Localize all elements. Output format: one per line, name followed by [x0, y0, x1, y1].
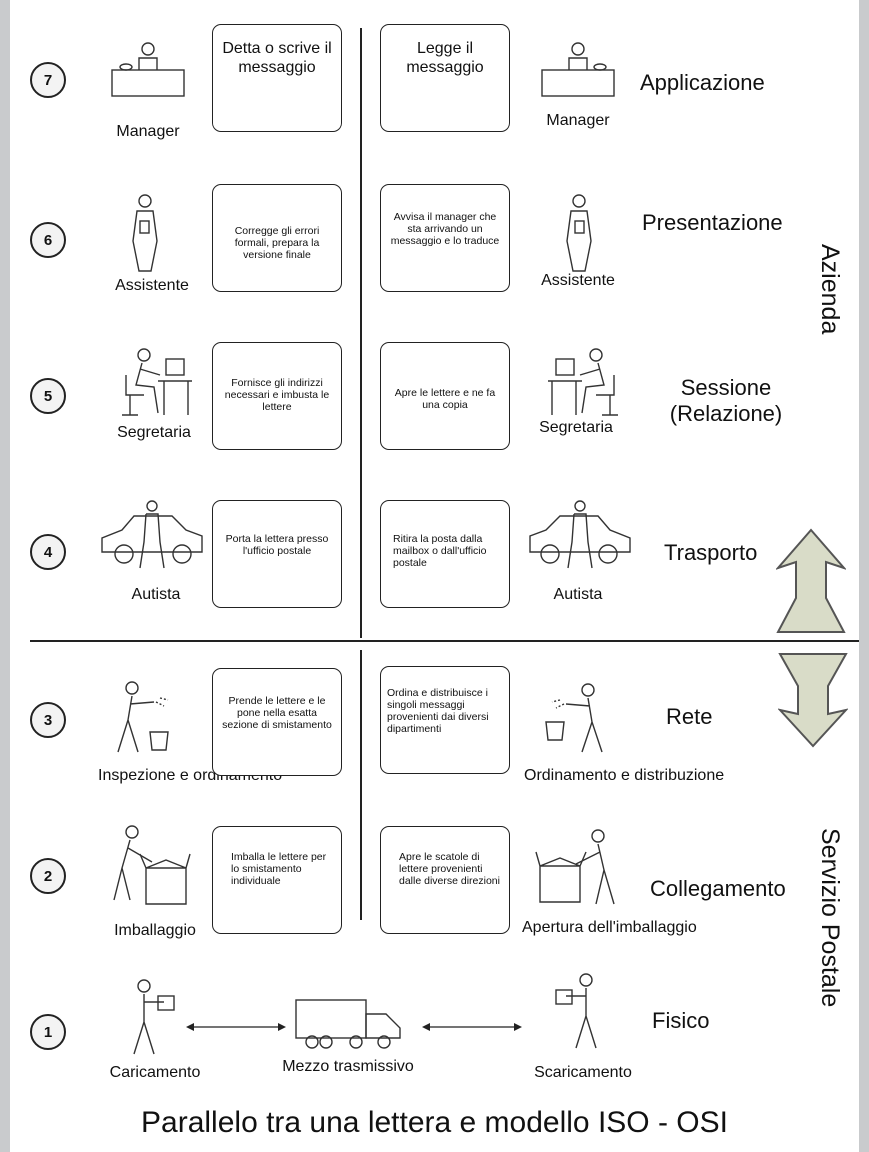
- assistant-person-icon: [132, 194, 158, 272]
- truck-icon: [295, 999, 401, 1049]
- layer-number-3: 3: [30, 702, 66, 738]
- sorting-person-icon: [545, 683, 603, 753]
- upward-arrow-icon: [776, 528, 846, 633]
- left-role-3: Inspezione e ordinamento: [98, 767, 283, 784]
- unloading-person-icon: [555, 973, 597, 1049]
- left-box-7: Detta o scrive il messaggio: [212, 24, 342, 132]
- right-box-4: Ritira la posta dalla mailbox o dall'uff…: [380, 500, 510, 608]
- layer-number-4: 4: [30, 534, 66, 570]
- right-role-5: Segretaria: [539, 419, 613, 436]
- left-role-6: Assistente: [115, 277, 189, 294]
- left-box-5: Fornisce gli indirizzi necessari e imbus…: [212, 342, 342, 450]
- downward-arrow-icon: [778, 653, 848, 748]
- right-box-6: Avvisa il manager che sta arrivando un m…: [380, 184, 510, 292]
- right-role-3: Ordinamento e distribuzione: [524, 767, 725, 784]
- layer-name-4: Trasporto: [664, 540, 758, 565]
- secretary-desk-icon: [548, 348, 618, 416]
- left-role-1: Caricamento: [109, 1064, 201, 1081]
- right-transfer-arrow: [422, 1023, 522, 1031]
- right-box-3: Ordina e distribuisce i singoli messaggi…: [380, 666, 510, 774]
- left-transfer-arrow: [186, 1023, 286, 1031]
- right-role-4: Autista: [553, 586, 603, 603]
- manager-desk-icon: [111, 42, 185, 97]
- group-label-servizio-postale: Servizio Postale: [816, 828, 844, 1008]
- right-box-5: Apre le lettere e ne fa una copia: [380, 342, 510, 450]
- left-role-4: Autista: [131, 586, 181, 603]
- layer-name-3: Rete: [666, 704, 713, 729]
- left-box-4: Porta la lettera presso l'ufficio postal…: [212, 500, 342, 608]
- right-box-7: Legge il messaggio: [380, 24, 510, 132]
- layer-number-7: 7: [30, 62, 66, 98]
- diagram-caption: Parallelo tra una lettera e modello ISO …: [141, 1106, 728, 1139]
- layer-name-2: Collegamento: [650, 876, 786, 901]
- driver-car-icon: [529, 500, 631, 569]
- right-role-6: Assistente: [541, 272, 615, 289]
- layer-name-5: Sessione (Relazione): [669, 375, 783, 426]
- layer-number-2: 2: [30, 858, 66, 894]
- opening-box-icon: [535, 829, 615, 905]
- left-box-2: Imballa le lettere per lo smistamento in…: [212, 826, 342, 934]
- secretary-desk-icon: [122, 348, 192, 416]
- layer-name-6: Presentazione: [642, 210, 783, 235]
- manager-desk-icon: [541, 42, 615, 97]
- layer-number-5: 5: [30, 378, 66, 414]
- layer-name-7: Applicazione: [640, 70, 765, 95]
- left-role-5: Segretaria: [117, 424, 191, 441]
- diagram-canvas: 7 Manager Detta o scrive il messaggio Le…: [10, 0, 859, 1152]
- group-label-azienda: Azienda: [816, 244, 844, 335]
- assistant-person-icon: [566, 194, 592, 272]
- left-box-3: Prende le lettere e le pone nella esatta…: [212, 668, 342, 776]
- sorting-person-icon: [117, 681, 169, 753]
- loading-person-icon: [133, 979, 175, 1055]
- left-role-7: Manager: [116, 123, 180, 140]
- driver-car-icon: [101, 500, 203, 569]
- layer-number-6: 6: [30, 222, 66, 258]
- left-box-6: Corregge gli errori formali, prepara la …: [212, 184, 342, 292]
- layer-number-1: 1: [30, 1014, 66, 1050]
- left-role-2: Imballaggio: [114, 922, 196, 939]
- packing-box-icon: [113, 825, 191, 905]
- right-box-2: Apre le scatole di lettere provenienti d…: [380, 826, 510, 934]
- middle-role-1: Mezzo trasmissivo: [282, 1058, 414, 1075]
- right-role-1: Scaricamento: [534, 1064, 632, 1081]
- right-role-7: Manager: [546, 112, 610, 129]
- layer-name-1: Fisico: [652, 1008, 710, 1033]
- right-role-2: Apertura dell'imballaggio: [522, 919, 697, 936]
- divider-lines: [30, 28, 859, 920]
